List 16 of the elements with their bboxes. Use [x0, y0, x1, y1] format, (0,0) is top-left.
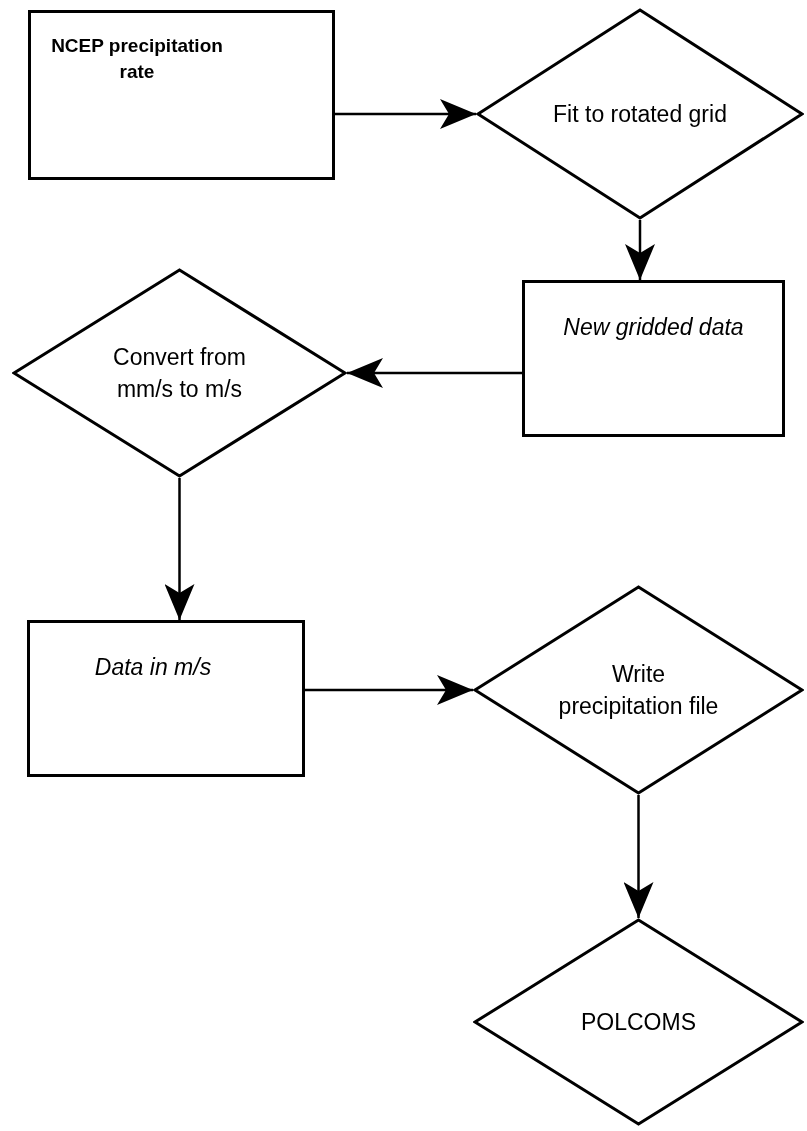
arrow [625, 220, 655, 280]
node-label: Write precipitation file [558, 660, 719, 721]
node-label: Fit to rotated grid [552, 100, 728, 129]
arrow [164, 478, 195, 620]
node-label: Convert from mm/s to m/s [112, 343, 247, 404]
process-box [28, 10, 335, 180]
process-box [522, 280, 785, 437]
node-label: Data in m/s [93, 653, 213, 682]
arrow [305, 675, 473, 705]
node-label: New gridded data [562, 313, 745, 342]
arrow [347, 358, 522, 388]
arrow [335, 99, 476, 129]
node-label: NCEP precipitation rate [50, 34, 224, 84]
node-label: POLCOMS [580, 1008, 697, 1037]
process-box [27, 620, 305, 777]
arrow [623, 795, 654, 918]
